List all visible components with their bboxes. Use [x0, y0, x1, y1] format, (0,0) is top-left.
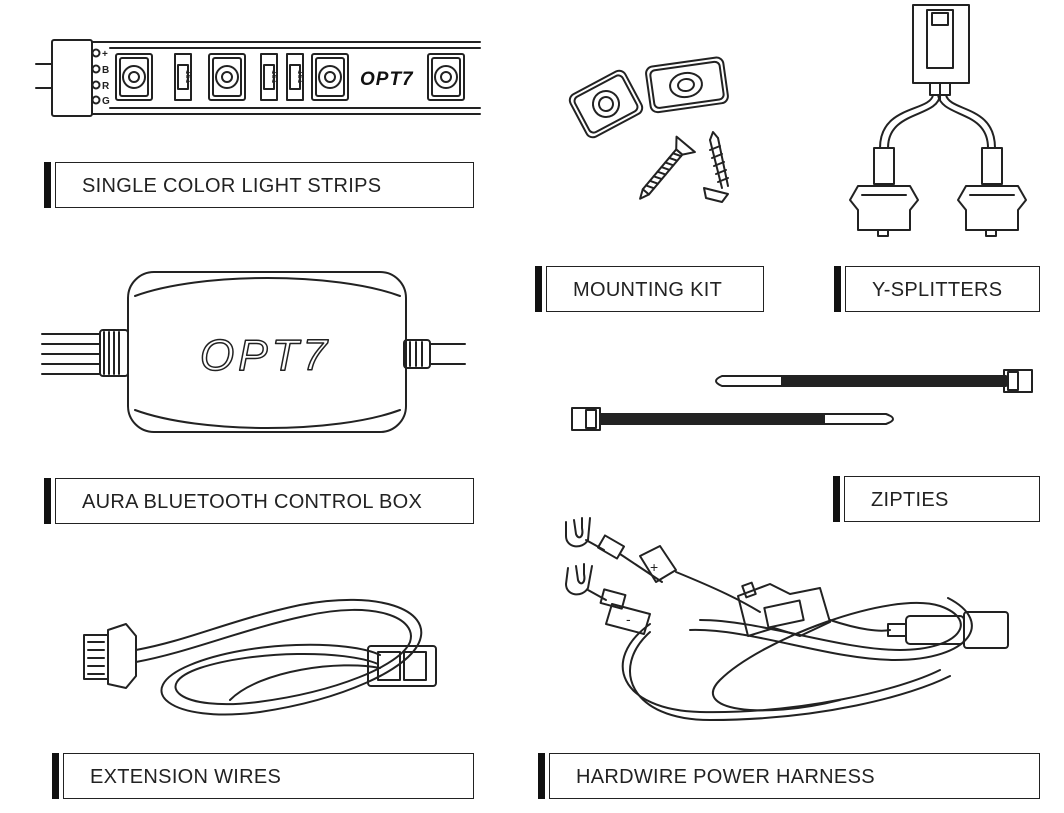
label-y-splitters: Y-SPLITTERS — [834, 266, 1040, 312]
mounting-kit-icon — [568, 56, 729, 203]
label-frame: EXTENSION WIRES — [63, 753, 474, 799]
label-control-box: AURA BLUETOOTH CONTROL BOX — [44, 478, 474, 524]
led-chip-icon — [208, 53, 246, 101]
resistor-icon: 151 — [260, 53, 279, 101]
label-marker — [834, 266, 841, 312]
extension-wire-icon — [83, 598, 437, 716]
strip-pin-1: + — [102, 49, 108, 60]
label-text: HARDWIRE POWER HARNESS — [576, 766, 875, 788]
label-marker — [44, 478, 51, 524]
label-text: EXTENSION WIRES — [90, 766, 282, 788]
label-extension-wires: EXTENSION WIRES — [52, 753, 474, 799]
led-chip-icon — [427, 53, 465, 101]
strip-pin-2: B — [102, 65, 109, 76]
ziptie-icon — [571, 407, 894, 431]
label-marker — [833, 476, 840, 522]
resistor-code: 151 — [296, 70, 305, 84]
led-chip-icon — [311, 53, 349, 101]
label-frame: HARDWIRE POWER HARNESS — [549, 753, 1040, 799]
label-text: SINGLE COLOR LIGHT STRIPS — [82, 175, 382, 197]
label-marker — [538, 753, 545, 799]
resistor-code: 151 — [270, 70, 279, 84]
ziptie-icon — [715, 369, 1033, 393]
harness-positive-label: + — [650, 559, 658, 575]
y-splitter-icon — [849, 4, 1027, 237]
light-strip-icon: + B R G 151 — [35, 39, 481, 117]
label-text: Y-SPLITTERS — [872, 279, 1003, 301]
control-box-logo: OPT7 — [200, 331, 331, 380]
strip-pin-3: R — [102, 81, 110, 92]
label-frame: Y-SPLITTERS — [845, 266, 1040, 312]
power-harness-icon: + - — [565, 517, 1009, 721]
label-text: ZIPTIES — [871, 489, 949, 511]
strip-pin-4: G — [102, 96, 110, 107]
label-power-harness: HARDWIRE POWER HARNESS — [538, 753, 1040, 799]
resistor-icon: 151 — [286, 53, 305, 101]
label-zipties: ZIPTIES — [833, 476, 1040, 522]
label-marker — [44, 162, 51, 208]
resistor-code: 151 — [184, 70, 193, 84]
label-text: AURA BLUETOOTH CONTROL BOX — [82, 491, 423, 513]
resistor-icon: 151 — [174, 53, 193, 101]
label-frame: SINGLE COLOR LIGHT STRIPS — [55, 162, 474, 208]
harness-negative-label: - — [626, 611, 631, 627]
control-box-icon: OPT7 — [41, 271, 466, 433]
label-marker — [535, 266, 542, 312]
label-light-strips: SINGLE COLOR LIGHT STRIPS — [44, 162, 474, 208]
led-chip-icon — [115, 53, 153, 101]
label-frame: MOUNTING KIT — [546, 266, 764, 312]
label-frame: AURA BLUETOOTH CONTROL BOX — [55, 478, 474, 524]
label-marker — [52, 753, 59, 799]
strip-logo: OPT7 — [360, 69, 414, 90]
label-text: MOUNTING KIT — [573, 279, 723, 301]
label-frame: ZIPTIES — [844, 476, 1040, 522]
label-mounting-kit: MOUNTING KIT — [535, 266, 764, 312]
